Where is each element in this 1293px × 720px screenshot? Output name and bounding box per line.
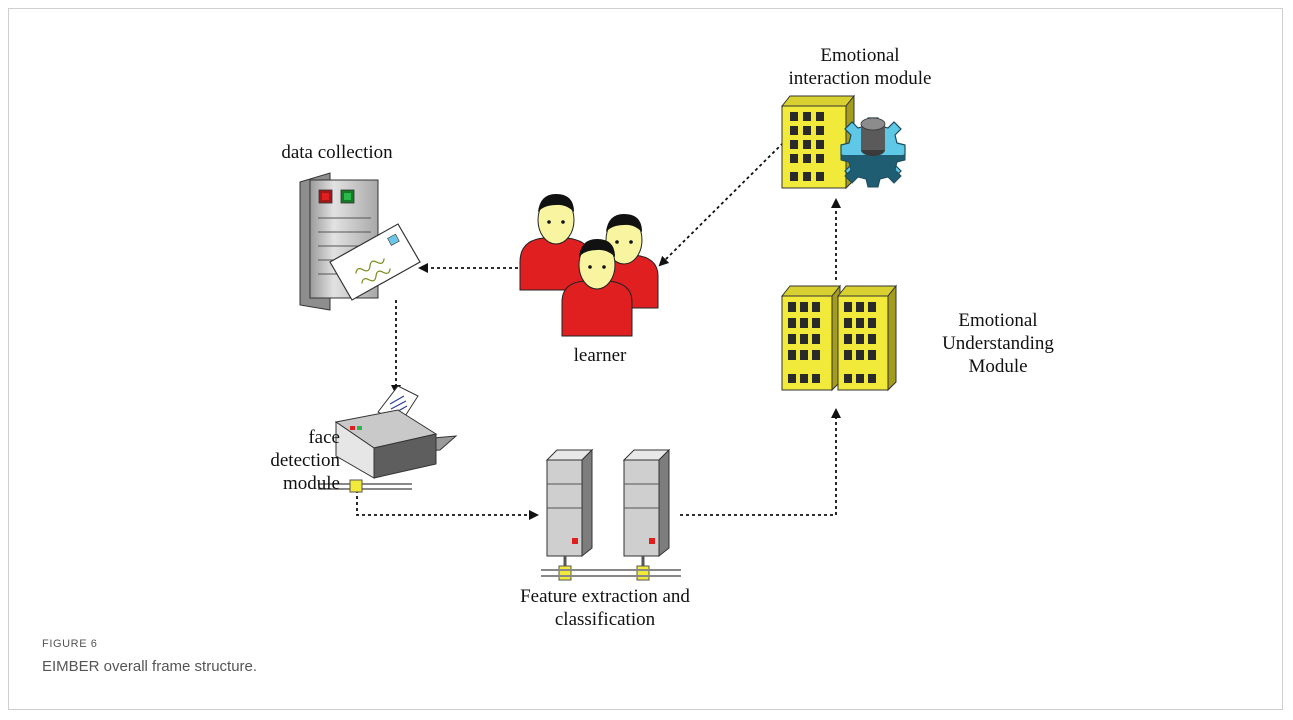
arrow-interaction-to-learner: [658, 142, 784, 267]
learner-label: learner: [573, 345, 627, 366]
figure-frame: [8, 8, 1283, 710]
face-detection-printer-icon: [318, 385, 458, 493]
feature-extraction-servers-icon: [541, 448, 681, 581]
building-icon: [780, 94, 856, 190]
emotional-understanding-label: Emotional Understanding Module: [942, 310, 1054, 377]
emotional-understanding-buildings-icon: [780, 284, 898, 392]
envelope-icon: [329, 223, 421, 301]
arrow-feature-extraction-to-understanding: [680, 408, 841, 516]
feature-extraction-label: Feature extraction and classification: [520, 586, 690, 630]
arrow-face-detection-to-feature-extraction: [356, 490, 539, 520]
face-detection-label: face detection module: [270, 427, 340, 494]
emotional-interaction-label: Emotional interaction module: [788, 45, 932, 89]
emotional-interaction-icon: [780, 94, 906, 190]
arrows: [356, 142, 841, 520]
data-collection-computer-icon: [299, 172, 421, 311]
data-collection-label: data collection: [281, 142, 393, 163]
figure-number: FIGURE 6: [42, 638, 98, 650]
figure-caption: EIMBER overall frame structure.: [42, 658, 258, 675]
learner-icon: [519, 194, 659, 337]
gear-icon: [840, 117, 906, 188]
